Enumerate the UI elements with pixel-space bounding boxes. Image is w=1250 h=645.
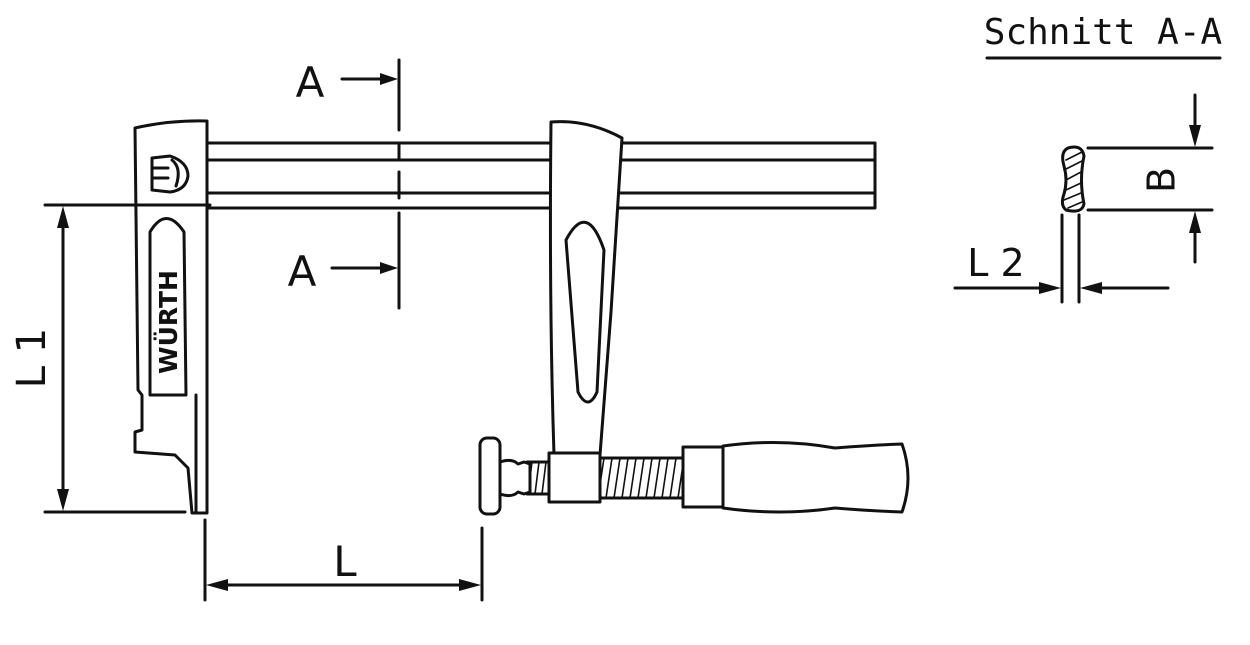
clamp-handle <box>721 440 910 514</box>
movable-jaw <box>548 120 624 457</box>
dimension-b-label: B <box>1140 167 1184 193</box>
dimension-l: L <box>203 518 484 602</box>
section-title: Schnitt A-A <box>984 12 1223 53</box>
jaw-screw <box>150 154 190 194</box>
section-cut-line: A A <box>288 58 401 310</box>
clamp-rail <box>203 141 877 210</box>
dimension-l-label: L <box>333 537 357 586</box>
dimension-l1-label: L 1 <box>9 328 55 388</box>
fixed-jaw: WÜRTH <box>133 119 209 515</box>
cut-label-bottom: A <box>288 247 317 296</box>
pressure-pad <box>478 436 532 516</box>
brand-label: WÜRTH <box>153 270 183 374</box>
dimension-l2-label: L 2 <box>967 241 1024 285</box>
dimension-l1: L 1 <box>9 203 212 514</box>
cut-label-top: A <box>296 58 325 107</box>
clamp-spindle <box>478 436 910 516</box>
section-detail: Schnitt A-A B L 2 <box>953 12 1223 304</box>
